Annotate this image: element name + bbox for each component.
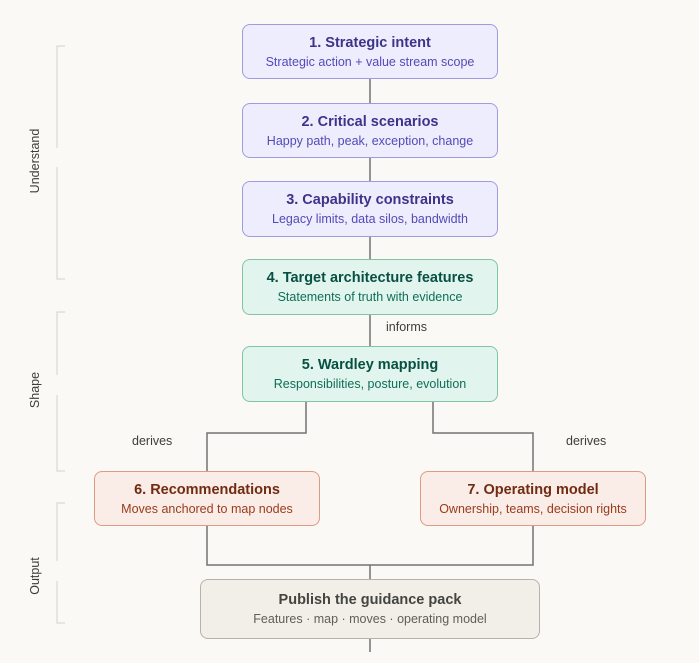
node-strategic-intent[interactable]: 1. Strategic intent Strategic action + v…: [242, 24, 498, 79]
phase-label-understand: Understand: [28, 128, 42, 194]
node-title: 2. Critical scenarios: [301, 113, 439, 130]
node-subtitle: Moves anchored to map nodes: [121, 501, 293, 516]
edge-5-7: [432, 401, 534, 472]
bracket-understand-top: [56, 45, 65, 148]
edge-7-publish: [370, 525, 534, 566]
bracket-shape-top: [56, 311, 65, 375]
edge-6-publish: [206, 525, 370, 566]
node-target-architecture-features[interactable]: 4. Target architecture features Statemen…: [242, 259, 498, 315]
node-subtitle: Responsibilities, posture, evolution: [273, 377, 467, 391]
node-subtitle: Statements of truth with evidence: [277, 290, 463, 304]
phase-brackets: [56, 45, 65, 624]
bracket-output-bottom: [56, 581, 65, 624]
edge-label-informs: informs: [386, 320, 427, 334]
node-title: 3. Capability constraints: [286, 192, 454, 208]
node-subtitle: Ownership, teams, decision rights: [439, 501, 627, 516]
node-recommendations[interactable]: 6. Recommendations Moves anchored to map…: [94, 471, 320, 526]
node-title: 6. Recommendations: [134, 481, 280, 498]
node-capability-constraints[interactable]: 3. Capability constraints Legacy limits,…: [242, 181, 498, 237]
node-subtitle: Features · map · moves · operating model: [253, 612, 487, 626]
edge-label-derives-right: derives: [566, 434, 607, 448]
node-operating-model[interactable]: 7. Operating model Ownership, teams, dec…: [420, 471, 646, 526]
phase-label-shape: Shape: [28, 371, 42, 409]
node-subtitle: Happy path, peak, exception, change: [266, 133, 474, 148]
node-subtitle: Legacy limits, data silos, bandwidth: [272, 212, 468, 226]
node-title: 1. Strategic intent: [309, 34, 431, 51]
node-publish-guidance-pack[interactable]: Publish the guidance pack Features · map…: [200, 579, 540, 639]
node-title: 5. Wardley mapping: [301, 357, 439, 373]
bracket-output-top: [56, 502, 65, 561]
node-title: 7. Operating model: [467, 481, 599, 498]
bracket-shape-bottom: [56, 395, 65, 472]
edge-5-6: [206, 401, 307, 472]
edge-label-derives-left: derives: [132, 434, 173, 448]
node-title: 4. Target architecture features: [266, 270, 474, 286]
node-title: Publish the guidance pack: [278, 592, 462, 608]
node-wardley-mapping[interactable]: 5. Wardley mapping Responsibilities, pos…: [242, 346, 498, 402]
node-critical-scenarios[interactable]: 2. Critical scenarios Happy path, peak, …: [242, 103, 498, 158]
bracket-understand-bottom: [56, 167, 65, 280]
node-subtitle: Strategic action + value stream scope: [265, 54, 475, 69]
phase-label-output: Output: [28, 557, 42, 595]
